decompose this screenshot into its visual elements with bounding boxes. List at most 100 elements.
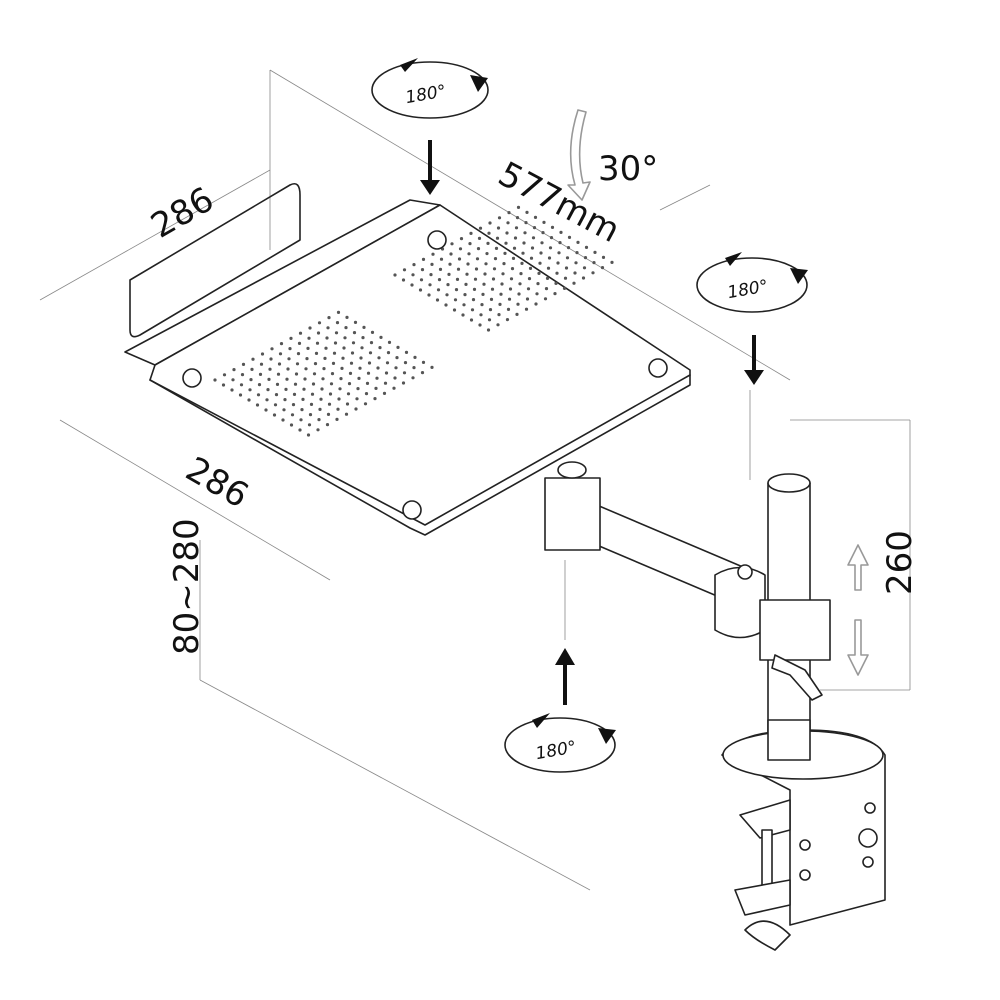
vent-hole — [395, 356, 399, 360]
vent-hole — [385, 361, 390, 365]
vent-hole — [478, 323, 482, 327]
vent-hole — [259, 362, 264, 366]
vent-hole — [330, 372, 335, 376]
vent-hole — [489, 297, 494, 301]
vent-hole — [565, 256, 570, 260]
vent-hole — [260, 352, 265, 356]
vent-hole — [453, 298, 458, 302]
vent-hole — [484, 262, 488, 266]
vent-hole — [336, 310, 341, 314]
vent-hole — [378, 346, 382, 350]
vent-hole — [292, 392, 297, 396]
rotation-indicator-arm: 180° — [696, 252, 808, 313]
tray-foot — [402, 500, 422, 520]
vent-hole — [238, 393, 243, 397]
movement-arrows — [420, 109, 869, 705]
vent-hole — [562, 286, 567, 290]
vent-hole — [294, 372, 299, 376]
laptop-tray — [124, 182, 691, 536]
vent-hole — [448, 262, 452, 266]
vent-hole — [480, 303, 484, 307]
vent-hole — [525, 210, 529, 214]
vent-hole — [458, 247, 463, 251]
vent-hole — [317, 418, 321, 422]
vent-hole — [421, 257, 426, 261]
vent-hole — [250, 367, 254, 371]
vent-hole — [327, 402, 332, 406]
vent-hole — [463, 293, 467, 297]
vent-hole — [485, 252, 489, 256]
vent-hole — [232, 368, 236, 372]
vent-hole — [474, 267, 479, 271]
vent-hole — [601, 255, 606, 259]
vent-hole — [465, 272, 469, 276]
vent-hole — [270, 347, 274, 351]
vent-hole — [304, 367, 308, 371]
vent-hole — [291, 403, 296, 407]
vent-hole — [332, 351, 337, 355]
vent-hole — [279, 342, 284, 346]
vent-hole — [256, 393, 261, 397]
vent-hole — [500, 282, 504, 286]
vent-hole — [431, 252, 435, 256]
vent-hole — [301, 397, 305, 401]
up-arrow-icon — [555, 648, 575, 705]
dimension-lines — [39, 69, 911, 891]
vent-hole — [497, 313, 501, 317]
pole-height-label: 260 — [880, 530, 920, 595]
vent-hole — [540, 241, 544, 245]
vent-hole — [300, 408, 304, 412]
vent-hole — [508, 287, 513, 291]
vent-hole — [526, 287, 531, 291]
vent-hole — [331, 361, 336, 365]
vent-hole — [369, 341, 374, 345]
vent-hole — [558, 241, 562, 245]
vent-hole — [499, 292, 503, 296]
vent-hole — [550, 225, 555, 229]
vent-hole — [370, 330, 375, 334]
vent-hole — [359, 356, 363, 360]
vent-hole — [470, 308, 475, 312]
vent-hole — [287, 357, 291, 361]
vent-hole — [506, 307, 511, 311]
vent-hole — [510, 267, 515, 271]
vent-hole — [522, 241, 526, 245]
vent-hole — [334, 331, 339, 335]
vent-hole — [461, 313, 465, 317]
vent-hole — [546, 266, 551, 270]
vent-hole — [355, 397, 359, 401]
vent-hole — [477, 236, 482, 240]
vent-hole — [281, 418, 285, 422]
vent-hole — [221, 383, 226, 387]
vent-hole — [573, 271, 577, 275]
vent-hole — [239, 383, 244, 387]
down-arrow-icon — [420, 140, 440, 195]
vent-hole — [497, 216, 502, 220]
vent-hole — [464, 282, 468, 286]
vent-hole — [393, 376, 397, 380]
vent-hole — [295, 362, 300, 366]
vent-hole — [346, 392, 351, 396]
vent-hole — [513, 236, 518, 240]
vent-hole — [277, 362, 282, 366]
vent-hole — [543, 297, 548, 301]
vent-hole — [307, 423, 312, 427]
vent-hole — [516, 205, 521, 209]
vent-hole — [387, 340, 392, 344]
lock-handle — [771, 654, 823, 701]
vent-hole — [529, 256, 534, 260]
vent-hole — [317, 321, 322, 325]
vent-hole — [520, 261, 524, 265]
vent-hole — [567, 235, 572, 239]
vent-hole — [350, 351, 355, 355]
vent-hole — [420, 371, 425, 375]
vent-hole — [542, 220, 546, 224]
vent-hole — [393, 273, 397, 277]
vent-hole — [420, 268, 425, 272]
vent-hole — [487, 231, 491, 235]
tilt-label: 30° — [598, 149, 658, 189]
vent-hole — [366, 371, 371, 375]
vent-hole — [307, 336, 311, 340]
vent-hole — [309, 402, 314, 406]
